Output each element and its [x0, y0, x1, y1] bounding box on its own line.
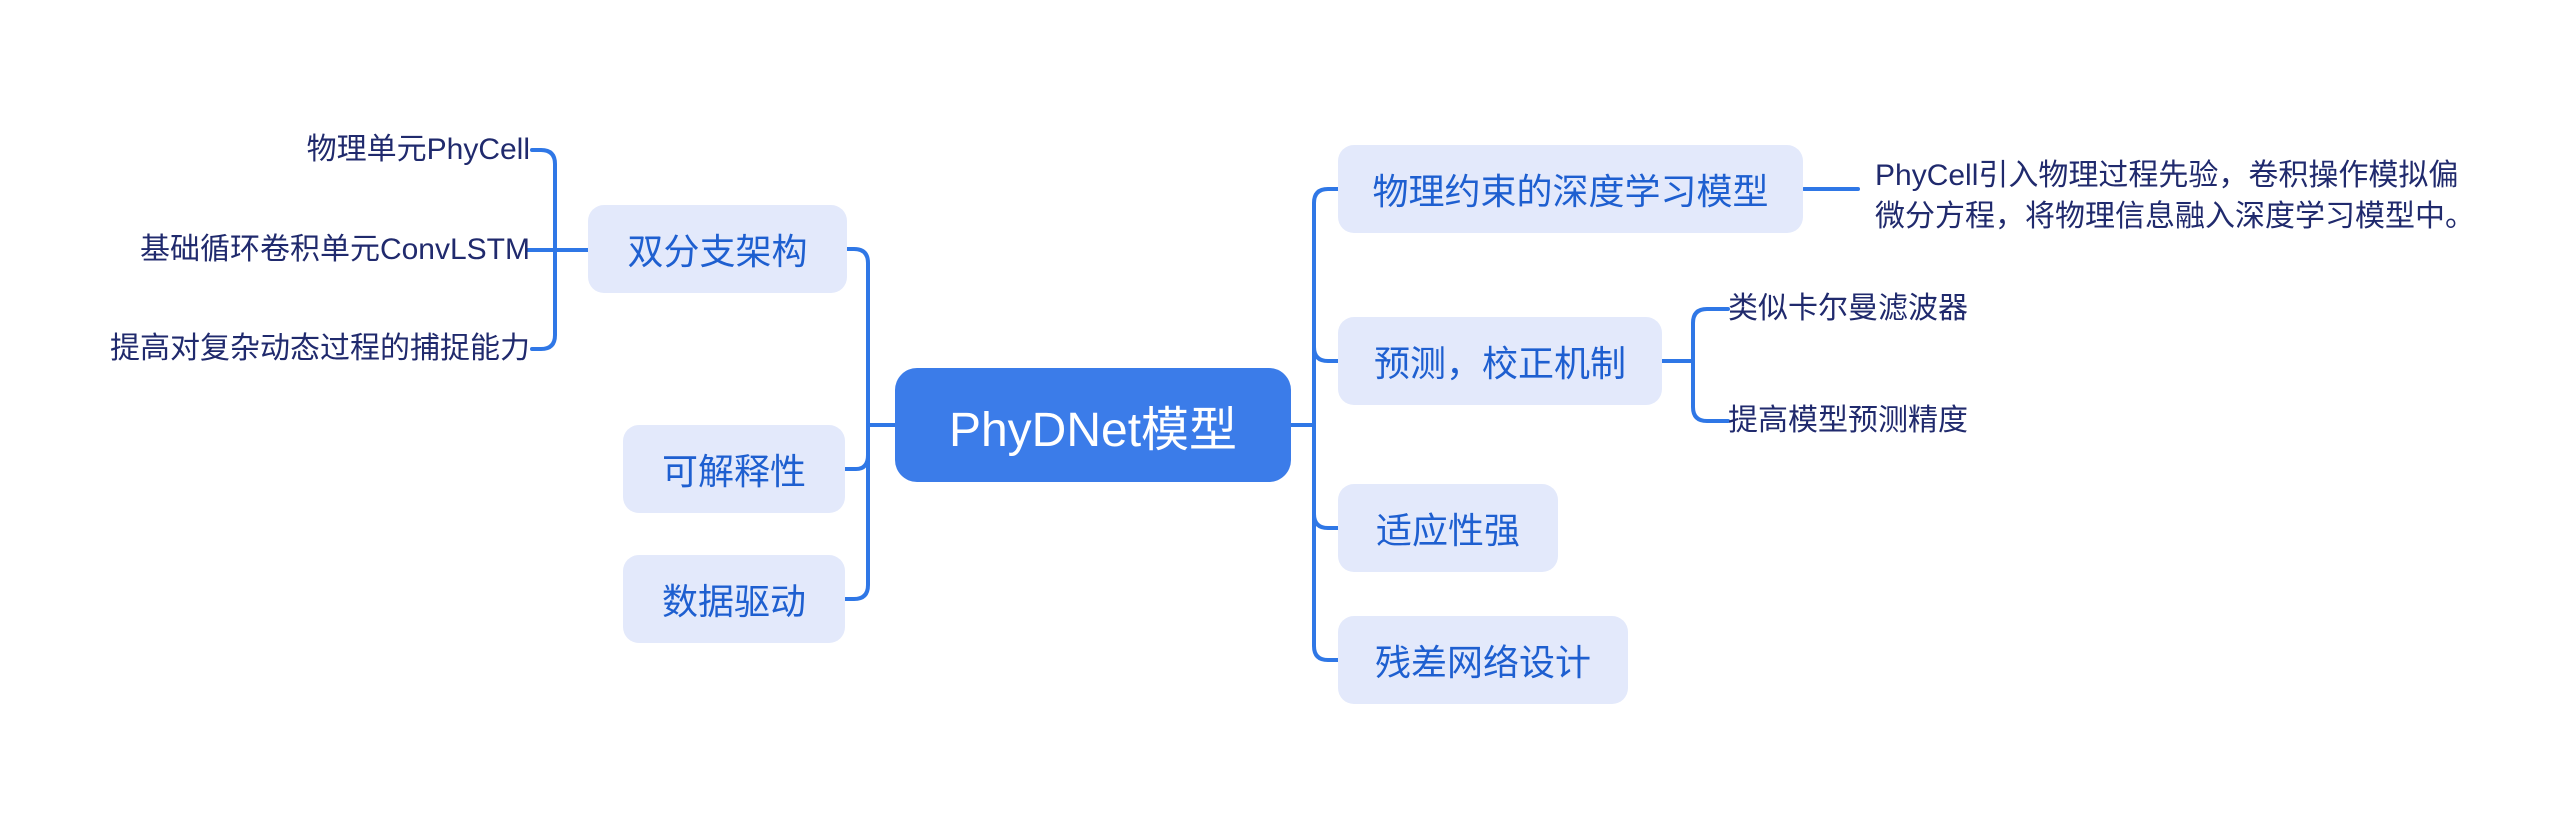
branch-dual-branch-architecture[interactable]: 双分支架构 [588, 205, 847, 293]
connector-interpretability-hook [843, 453, 870, 471]
note-line-1: PhyCell引入物理过程先验，卷积操作模拟偏 [1875, 159, 2459, 192]
connector-prediction-hook [1312, 345, 1342, 363]
note-line-2: 微分方程，将物理信息融入深度学习模型中。 [1875, 200, 2475, 233]
leaf-dynamic-capture-ability[interactable]: 提高对复杂动态过程的捕捉能力 [110, 332, 530, 365]
branch-strong-adaptability[interactable]: 适应性强 [1338, 484, 1558, 572]
connector-right-leaf-bracket [1691, 307, 1730, 423]
branch-residual-network-design[interactable]: 残差网络设计 [1338, 616, 1628, 704]
note-phycell-description: PhyCell引入物理过程先验，卷积操作模拟偏 微分方程，将物理信息融入深度学习… [1875, 155, 2475, 237]
connector-adaptability-hook [1312, 512, 1342, 530]
branch-physics-constrained-dl-model[interactable]: 物理约束的深度学习模型 [1338, 145, 1803, 233]
branch-data-driven[interactable]: 数据驱动 [623, 555, 845, 643]
leaf-prediction-accuracy[interactable]: 提高模型预测精度 [1728, 404, 1968, 437]
connector-right-rail [1312, 187, 1342, 662]
root-node-phydnet-model[interactable]: PhyDNet模型 [895, 368, 1291, 482]
branch-prediction-correction-mechanism[interactable]: 预测，校正机制 [1338, 317, 1662, 405]
connector-left-rail [843, 247, 870, 601]
branch-interpretability[interactable]: 可解释性 [623, 425, 845, 513]
leaf-kalman-filter-analogy[interactable]: 类似卡尔曼滤波器 [1728, 292, 1968, 325]
leaf-phycell-unit[interactable]: 物理单元PhyCell [306, 133, 530, 166]
leaf-convlstm-unit[interactable]: 基础循环卷积单元ConvLSTM [139, 233, 530, 266]
